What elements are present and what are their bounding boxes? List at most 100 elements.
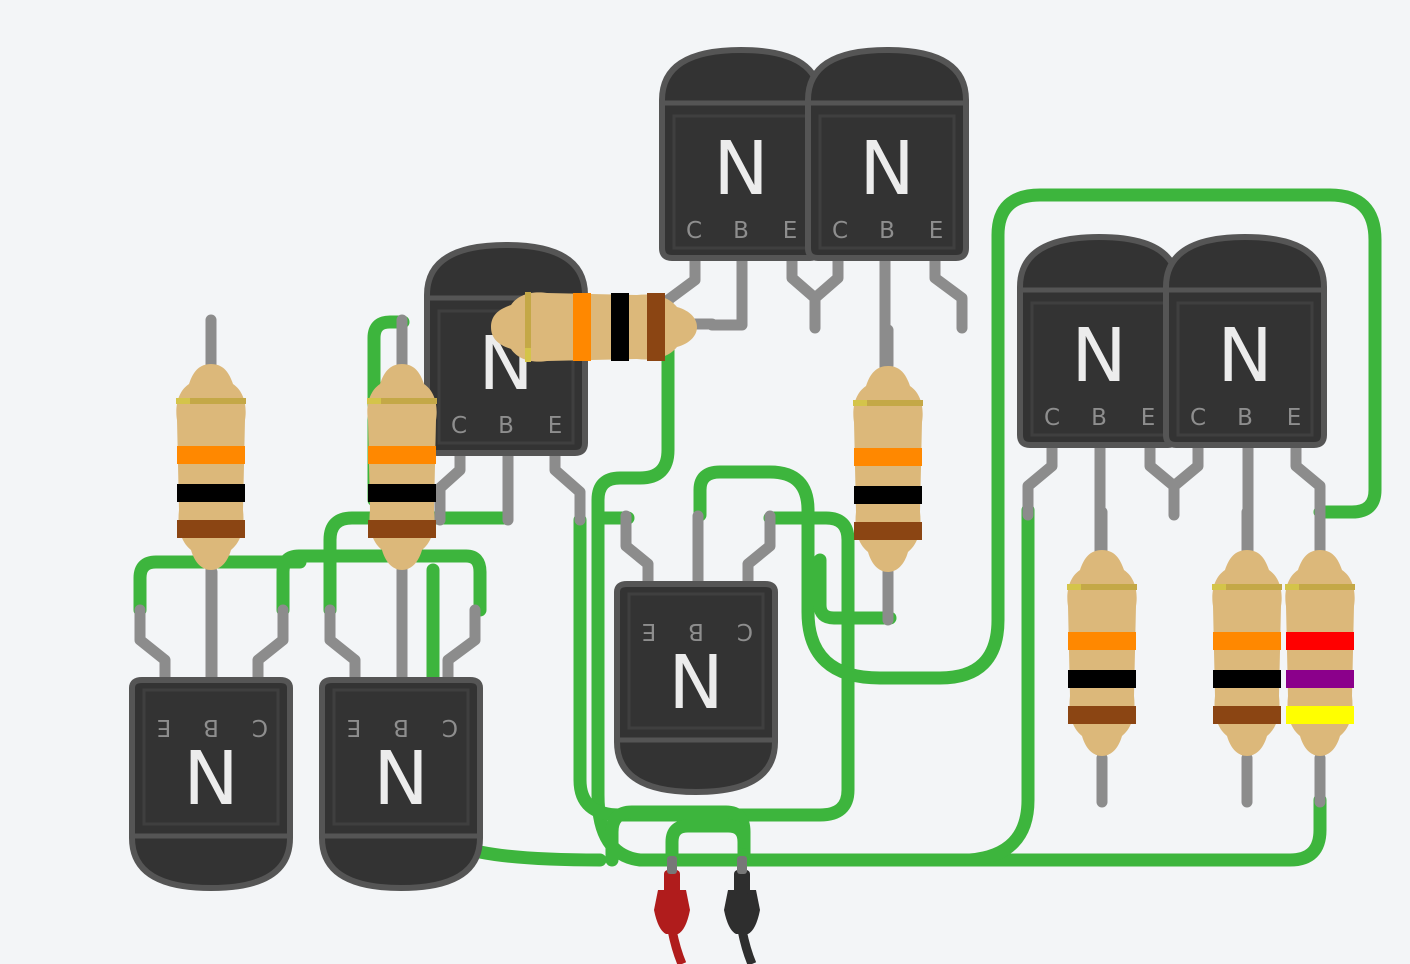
transistor-type-label: N xyxy=(1071,313,1126,399)
transistor-face xyxy=(818,114,956,250)
pin-label: C xyxy=(737,618,753,644)
resistor-color-band xyxy=(368,446,436,464)
transistor-type-label: N xyxy=(183,736,238,822)
probe-positive[interactable] xyxy=(654,856,690,964)
transistor-q2[interactable]: NC B E xyxy=(659,46,823,261)
resistor-color-band xyxy=(1286,632,1354,650)
pin-label: E xyxy=(157,714,172,740)
wire[interactable] xyxy=(276,549,487,617)
wire[interactable] xyxy=(605,805,751,867)
resistor-color-band xyxy=(177,446,245,464)
resistor-tolerance-highlight xyxy=(853,400,867,406)
pin-label: B xyxy=(879,218,895,244)
pin-label: C xyxy=(1190,405,1206,431)
transistor-lead xyxy=(1144,438,1180,521)
resistor-body xyxy=(491,292,697,362)
transistor-q7[interactable]: NE B C xyxy=(129,677,293,892)
transistor-face xyxy=(142,688,280,826)
resistor-color-band xyxy=(1068,670,1136,688)
pin-label: E xyxy=(347,714,362,740)
probe-tip xyxy=(667,856,677,874)
resistor-color-band xyxy=(177,520,245,538)
resistor-body xyxy=(1067,550,1137,756)
probe-handle xyxy=(724,890,760,934)
pin-label: B xyxy=(688,618,704,644)
resistor-color-band xyxy=(1213,670,1281,688)
resistor-r2[interactable] xyxy=(367,364,437,570)
pin-label: E xyxy=(1141,405,1156,431)
probe-tip-sleeve xyxy=(664,870,680,894)
resistor-body xyxy=(1285,550,1355,756)
transistor-lead xyxy=(809,252,844,304)
transistor-lead xyxy=(134,604,171,686)
probe-tip xyxy=(737,856,747,874)
pin-label: B xyxy=(203,714,219,740)
wire[interactable] xyxy=(573,511,855,822)
resistor-color-band xyxy=(177,484,245,502)
resistor-r6[interactable] xyxy=(491,292,697,362)
resistor-color-band xyxy=(1286,706,1354,724)
resistor-color-band xyxy=(854,448,922,466)
resistor-color-band xyxy=(647,293,665,361)
pin-label: B xyxy=(733,218,749,244)
pin-label: E xyxy=(783,218,798,244)
wires xyxy=(133,188,1382,867)
transistor-lead xyxy=(1290,438,1326,521)
pin-label: C xyxy=(832,218,848,244)
pin-label: B xyxy=(1237,405,1253,431)
resistor-color-band xyxy=(1068,706,1136,724)
resistor-tolerance-band xyxy=(1212,584,1282,590)
resistor-body xyxy=(367,364,437,570)
pin-label: B xyxy=(498,413,514,439)
resistor-tolerance-highlight xyxy=(1067,584,1081,590)
wire[interactable] xyxy=(591,333,1327,867)
probe-tip-sleeve xyxy=(734,870,750,894)
resistor-body xyxy=(1212,550,1282,756)
resistor-r1[interactable] xyxy=(176,364,246,570)
resistor-r5[interactable] xyxy=(1212,550,1282,756)
resistor-color-band xyxy=(1213,706,1281,724)
resistor-color-band xyxy=(611,293,629,361)
transistor-lead xyxy=(1022,438,1058,521)
resistor-color-band xyxy=(854,522,922,540)
pin-label: C xyxy=(1044,405,1060,431)
probe-handle xyxy=(654,890,690,934)
resistor-tolerance-highlight xyxy=(525,348,531,362)
wire[interactable] xyxy=(133,555,307,617)
transistor-face xyxy=(332,688,470,826)
wire[interactable] xyxy=(323,511,513,617)
wire[interactable] xyxy=(665,819,751,867)
transistor-type-label: N xyxy=(859,126,914,212)
transistor-face xyxy=(627,592,765,730)
wire[interactable] xyxy=(693,188,1382,685)
pin-label: C xyxy=(686,218,702,244)
resistor-r4[interactable] xyxy=(1067,550,1137,756)
resistor-r7[interactable] xyxy=(1285,550,1355,756)
pin-label: E xyxy=(548,413,563,439)
pin-label: B xyxy=(393,714,409,740)
resistor-body xyxy=(176,364,246,570)
wire[interactable] xyxy=(813,553,897,625)
resistor-tolerance-highlight xyxy=(1212,584,1226,590)
resistor-color-band xyxy=(854,486,922,504)
transistor-lead xyxy=(786,252,821,334)
resistor-r3[interactable] xyxy=(853,366,923,572)
wire[interactable] xyxy=(473,845,607,867)
pin-label: C xyxy=(252,714,268,740)
resistor-tolerance-highlight xyxy=(367,398,381,404)
pin-label: C xyxy=(442,714,458,740)
transistor-type-label: N xyxy=(713,126,768,212)
wire[interactable] xyxy=(963,503,1035,867)
wire[interactable] xyxy=(367,315,410,507)
resistor-color-band xyxy=(573,293,591,361)
probe-negative[interactable] xyxy=(724,856,760,964)
resistor-color-band xyxy=(1213,632,1281,650)
probe-cable xyxy=(667,929,687,964)
transistor-lead xyxy=(742,510,776,590)
